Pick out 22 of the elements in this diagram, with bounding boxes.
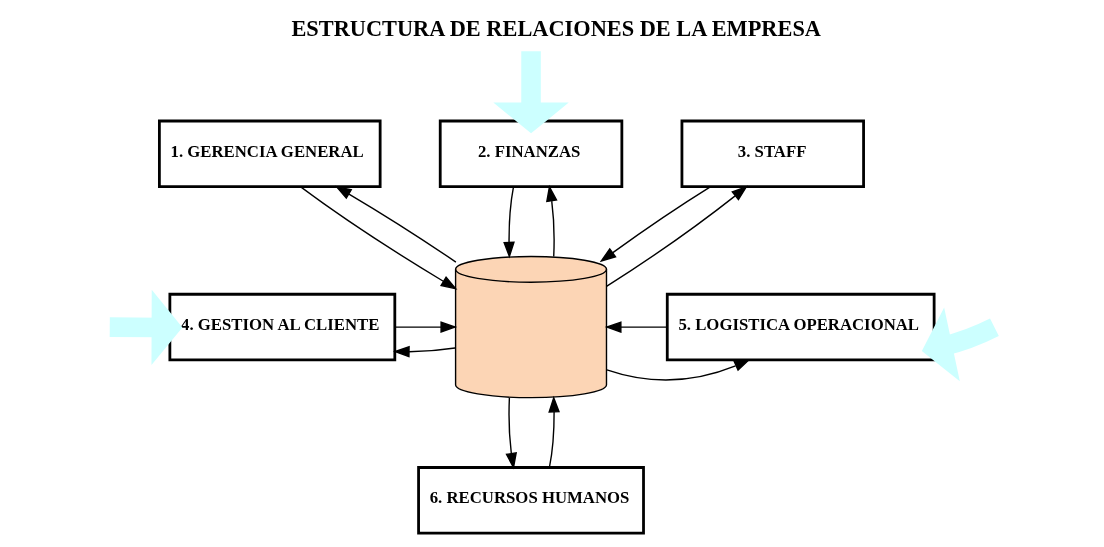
arrow (606, 359, 751, 381)
arrow (548, 395, 560, 469)
arrow (394, 321, 458, 333)
arrow (503, 186, 515, 259)
arrow (334, 185, 457, 263)
arrow (493, 51, 569, 134)
node-box: 1. GERENCIA GENERAL (158, 119, 382, 189)
arrow (546, 184, 558, 258)
arrow (605, 185, 748, 288)
arrow (109, 289, 183, 366)
arrow (505, 397, 518, 470)
arrow (604, 321, 668, 333)
arrow (300, 186, 458, 290)
node-box: 5. LOGISTICA OPERACIONAL (665, 292, 936, 362)
diagram-title: ESTRUCTURA DE RELACIONES DE LA EMPRESA (291, 15, 821, 41)
arrow (392, 345, 456, 358)
arrow (599, 186, 711, 263)
arrow (921, 307, 999, 382)
node-box: 2. FINANZAS (438, 119, 624, 189)
node-box: 6. RECURSOS HUMANOS (417, 466, 645, 535)
node-box: 3. STAFF (680, 119, 865, 189)
node-box: 4. GESTION AL CLIENTE (168, 292, 397, 362)
